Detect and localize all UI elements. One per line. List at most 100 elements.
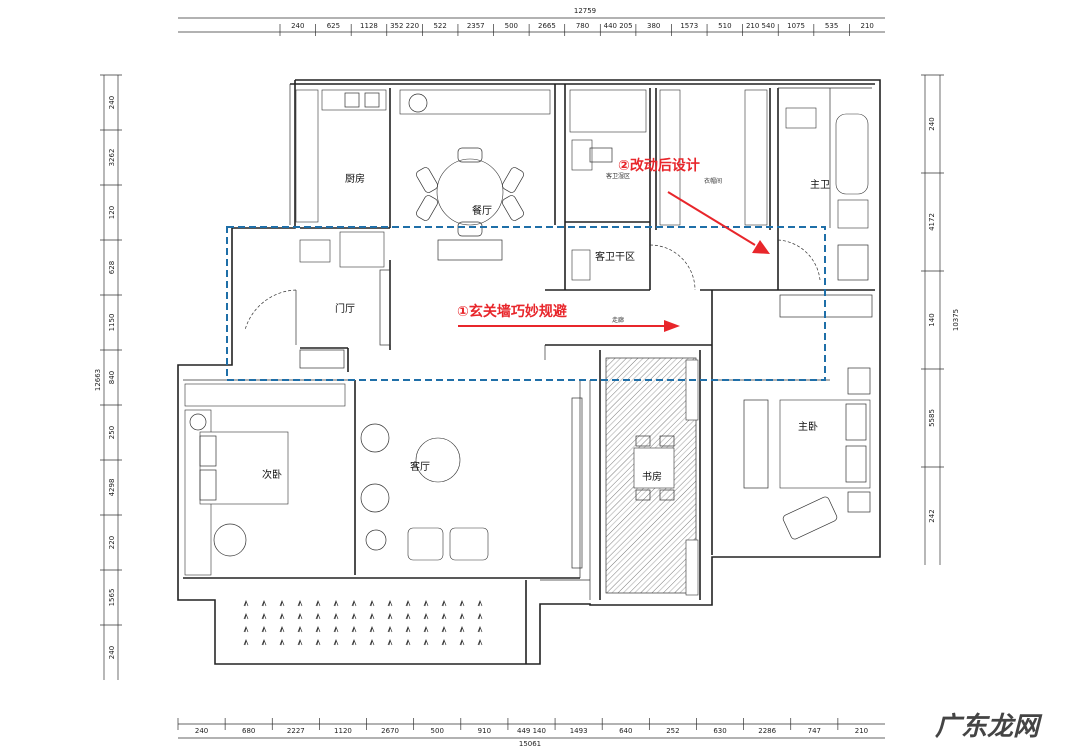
second-bedroom-area: 次卧 (184, 383, 346, 576)
room-label-second-bedroom: 次卧 (262, 468, 282, 481)
dimension-label: 500 (505, 22, 518, 30)
plant-icon (297, 626, 303, 633)
dimension-label: 240 (108, 96, 116, 109)
dimension-label: 510 (718, 22, 731, 30)
right-total-dimension: 10375 (952, 309, 960, 331)
plant-icon (369, 600, 375, 607)
arrow-down-right-icon (752, 240, 770, 254)
dimension-label: 680 (242, 727, 255, 735)
dimension-label: 210 (861, 22, 874, 30)
dimension-label: 2670 (381, 727, 399, 735)
annotation-flow-redesign-text: ②改动后设计 (618, 157, 700, 174)
dimension-label: 535 (825, 22, 838, 30)
plant-icon (243, 639, 249, 646)
dimension-label: 910 (478, 727, 491, 735)
plant-icon (279, 626, 285, 633)
plant-icon (369, 613, 375, 620)
dimension-label: 2665 (538, 22, 556, 30)
room-label-kitchen: 厨房 (345, 172, 365, 185)
plant-icon (315, 613, 321, 620)
dimension-label: 625 (327, 22, 340, 30)
room-label-guest-bath-dry: 客卫干区 (595, 250, 635, 263)
room-label-living: 客厅 (410, 460, 430, 473)
bottom-total-dimension: 15061 (519, 740, 541, 748)
dimension-label: 1493 (570, 727, 588, 735)
plant-icon (351, 626, 357, 633)
annotation-entry-wall-text: ①玄关墙巧妙规避 (457, 303, 567, 320)
watermark: 广东龙网 (935, 712, 1043, 742)
dimension-label: 628 (108, 261, 116, 274)
left-total-dimension: 12663 (94, 369, 102, 391)
dimension-label: 1075 (787, 22, 805, 30)
dimension-label: 240 (195, 727, 208, 735)
plant-icon (405, 626, 411, 633)
dimension-label: 449 140 (517, 727, 546, 735)
plant-icon (423, 613, 429, 620)
plant-icon (387, 600, 393, 607)
plant-icon (477, 626, 483, 633)
dimension-label: 210 540 (746, 22, 775, 30)
bottom-dimension-line: 15061 240 680 2227 1120 2670 500 910 449 140 149… (177, 718, 885, 748)
dimension-label: 240 (928, 117, 936, 130)
dimension-label: 1565 (108, 589, 116, 607)
plant-icon (369, 639, 375, 646)
dimension-label: 640 (619, 727, 632, 735)
plant-icon (279, 600, 285, 607)
study-area: 书房 (605, 357, 699, 596)
dimension-label: 240 (291, 22, 304, 30)
balcony-area (243, 600, 483, 646)
room-label-master-bath: 主卫 (810, 179, 830, 191)
plant-icon (387, 626, 393, 633)
plant-icon (441, 639, 447, 646)
plant-icon (297, 639, 303, 646)
plant-icon (351, 600, 357, 607)
annotation-flow-redesign: ②改动后设计 (618, 157, 770, 254)
dimension-label: 352 220 (390, 22, 419, 30)
plant-icon (441, 600, 447, 607)
dimension-label: 4298 (108, 479, 116, 497)
left-dimension-line: 12663 2403262120628115084025042982201565… (94, 74, 122, 680)
plant-icon (423, 639, 429, 646)
plant-icon (243, 626, 249, 633)
plant-icon (387, 613, 393, 620)
dimension-label: 1120 (334, 727, 352, 735)
plant-icon (279, 639, 285, 646)
plant-icon (279, 613, 285, 620)
plant-icon (405, 613, 411, 620)
plant-icon (243, 600, 249, 607)
dimension-label: 3262 (108, 149, 116, 167)
plant-icon (351, 613, 357, 620)
plant-icon (423, 626, 429, 633)
plant-icon (333, 613, 339, 620)
dimension-label: 747 (808, 727, 821, 735)
plant-icon (441, 613, 447, 620)
dimension-label: 380 (647, 22, 660, 30)
dimension-label: 240 (108, 646, 116, 659)
plant-icon (261, 613, 267, 620)
dining-area: 餐厅 (399, 89, 551, 261)
plant-icon (261, 600, 267, 607)
room-label-foyer: 门厅 (335, 302, 355, 315)
plant-icon (333, 600, 339, 607)
dimension-label: 2227 (287, 727, 305, 735)
dimension-label: 2286 (758, 727, 776, 735)
dimension-label: 242 (928, 509, 936, 522)
dimension-label: 120 (108, 206, 116, 219)
dimension-label: 252 (666, 727, 679, 735)
plant-icon (297, 613, 303, 620)
bath-and-closet-area: 客卫湿区 衣帽间 主卫 客卫干区 (569, 89, 873, 318)
plant-icon (315, 639, 321, 646)
plant-icon (459, 639, 465, 646)
dimension-label: 500 (431, 727, 444, 735)
exterior-walls (177, 79, 881, 665)
plant-icon (477, 600, 483, 607)
plant-icon (351, 639, 357, 646)
dimension-label: 780 (576, 22, 589, 30)
plant-icon (369, 626, 375, 633)
dimension-label: 2357 (467, 22, 485, 30)
dimension-label: 440 205 (604, 22, 633, 30)
plant-icon (405, 639, 411, 646)
dimension-label: 522 (433, 22, 446, 30)
